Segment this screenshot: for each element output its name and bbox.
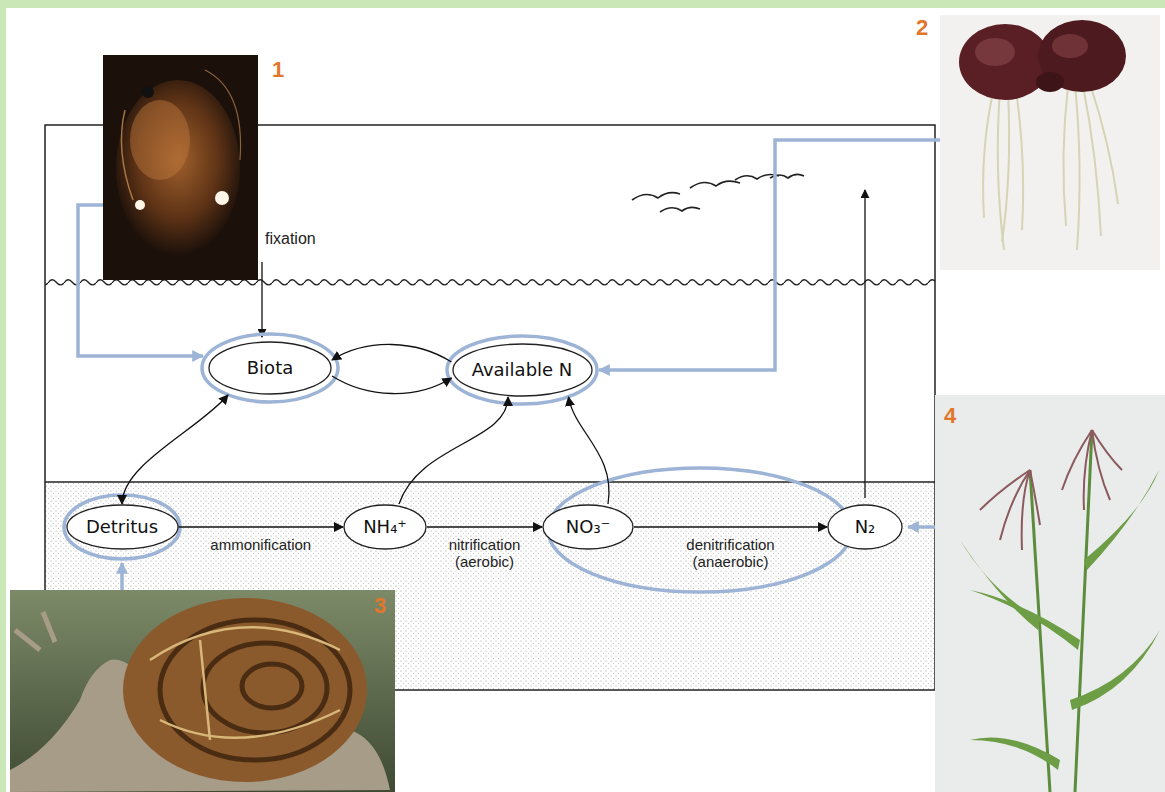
leader-line	[908, 525, 935, 529]
leader-line	[78, 205, 203, 356]
flow-arrow	[122, 395, 228, 504]
pool-name: Biota	[247, 357, 293, 379]
leader-line	[120, 563, 124, 590]
pool-ellipse: NO₃⁻	[542, 504, 634, 550]
highlight-rings	[64, 334, 852, 592]
text-holder: N₂	[855, 516, 876, 538]
callout-number: 2	[916, 16, 928, 40]
flow-arrow	[179, 526, 344, 527]
water-surface	[45, 279, 935, 291]
pool-ellipse: N₂	[827, 504, 903, 550]
duckweed-photo	[940, 15, 1160, 270]
pool-name: NO₃⁻	[566, 516, 610, 538]
flow-arrow	[569, 397, 610, 504]
callout-number: 1	[272, 58, 284, 82]
text-holder: Biota	[247, 357, 293, 379]
callout-number: 4	[944, 404, 956, 428]
escape-arrow	[864, 190, 865, 498]
pool-ellipse: Detritus	[66, 504, 179, 550]
flow-arrow	[427, 526, 542, 527]
process-label: denitrification (anaerobic)	[686, 536, 774, 571]
pool-ellipse: Biota	[208, 341, 332, 395]
reed-photo	[935, 395, 1165, 792]
flow-arrow	[399, 397, 508, 504]
process-label: ammonification	[210, 536, 311, 553]
text-holder: NO₃⁻	[566, 516, 610, 538]
pool-name: N₂	[855, 516, 876, 538]
birds	[632, 174, 804, 212]
pool-name: NH₄⁺	[363, 516, 407, 538]
text-holder: NH₄⁺	[363, 516, 407, 538]
daphnia-photo	[103, 55, 258, 280]
pool-ellipse: NH₄⁺	[343, 504, 427, 550]
leader-line	[599, 140, 940, 370]
text-holder: Available N	[472, 359, 573, 381]
callout-number: 3	[374, 594, 386, 618]
pool-name: Available N	[472, 359, 573, 381]
snail-photo	[10, 590, 395, 792]
fixation-arrow	[261, 262, 262, 337]
pool-name: Detritus	[86, 516, 158, 538]
flow-arrow	[634, 526, 827, 527]
process-label: fixation	[265, 230, 316, 248]
process-label: nitrification (aerobic)	[449, 536, 521, 571]
flow-arrow	[332, 376, 452, 394]
text-holder: Detritus	[86, 516, 158, 538]
flow-arrow	[332, 344, 452, 362]
pool-ellipse: Available N	[452, 343, 593, 397]
